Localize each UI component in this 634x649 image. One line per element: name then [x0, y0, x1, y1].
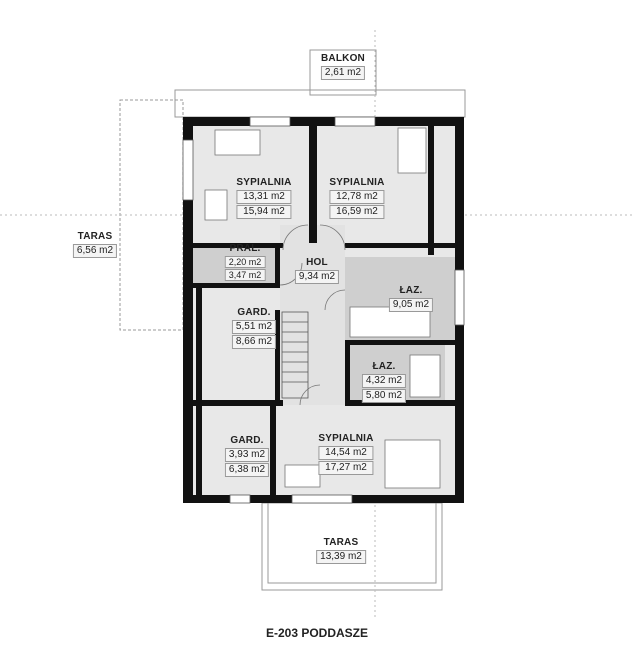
room-bedroom-3: SYPIALNIA 14,54 m2 17,27 m2: [318, 433, 374, 475]
room-area-total: 8,66 m2: [231, 335, 277, 349]
room-name: ŁAZ.: [372, 361, 396, 372]
room-area: 13,31 m2: [236, 190, 292, 204]
room-area-total: 16,59 m2: [329, 205, 385, 219]
room-area-total: 5,80 m2: [361, 389, 407, 403]
balcony-area: 2,61 m2: [320, 66, 366, 80]
room-name: PRAL.: [229, 243, 261, 254]
room-name: SYPIALNIA: [236, 177, 292, 188]
room-name: ŁAZ.: [399, 285, 423, 296]
stairs: [281, 311, 309, 399]
room-area-total: 17,27 m2: [318, 461, 374, 475]
hall-floor: [280, 225, 345, 405]
room-bedroom-1: SYPIALNIA 13,31 m2 15,94 m2: [236, 177, 292, 219]
room-name: GARD.: [237, 307, 271, 318]
room-area: 5,51 m2: [231, 320, 277, 334]
bottom-terrace-label: TARAS 13,39 m2: [316, 537, 366, 564]
terrace-name: TARAS: [323, 537, 359, 548]
room-wardrobe-2: GARD. 3,93 m2 6,38 m2: [224, 435, 270, 477]
room-laundry: PRAL. 2,20 m2 3,47 m2: [224, 243, 266, 281]
room-area-total: 15,94 m2: [236, 205, 292, 219]
room-area-total: 6,38 m2: [224, 463, 270, 477]
furniture: [204, 127, 441, 489]
room-area: 4,32 m2: [361, 374, 407, 388]
room-area-total: 3,47 m2: [224, 269, 266, 281]
room-name: SYPIALNIA: [329, 177, 385, 188]
room-name: HOL: [306, 257, 328, 268]
room-area: 14,54 m2: [318, 446, 374, 460]
roof-overhang: [174, 89, 466, 118]
left-terrace-label: TARAS 6,56 m2: [72, 231, 118, 258]
plan-caption: E-203 PODDASZE: [265, 626, 369, 640]
terrace-area: 13,39 m2: [316, 550, 366, 564]
room-name: SYPIALNIA: [318, 433, 374, 444]
room-name: GARD.: [230, 435, 264, 446]
room-bedroom-2: SYPIALNIA 12,78 m2 16,59 m2: [329, 177, 385, 219]
room-area: 3,93 m2: [224, 448, 270, 462]
room-small-bathroom: ŁAZ. 4,32 m2 5,80 m2: [361, 361, 407, 403]
balcony-outline: [309, 49, 377, 96]
room-hall: HOL 9,34 m2: [294, 257, 340, 284]
balcony-label: BALKON 2,61 m2: [320, 53, 366, 80]
room-area: 12,78 m2: [329, 190, 385, 204]
room-area: 2,20 m2: [224, 256, 266, 268]
room-wardrobe-1: GARD. 5,51 m2 8,66 m2: [231, 307, 277, 349]
room-area: 9,34 m2: [294, 270, 340, 284]
room-area: 9,05 m2: [388, 298, 434, 312]
room-bathroom: ŁAZ. 9,05 m2: [388, 285, 434, 312]
windows: [182, 116, 465, 504]
terrace-area: 6,56 m2: [72, 244, 118, 258]
balcony-name: BALKON: [321, 53, 365, 64]
terrace-name: TARAS: [77, 231, 113, 242]
